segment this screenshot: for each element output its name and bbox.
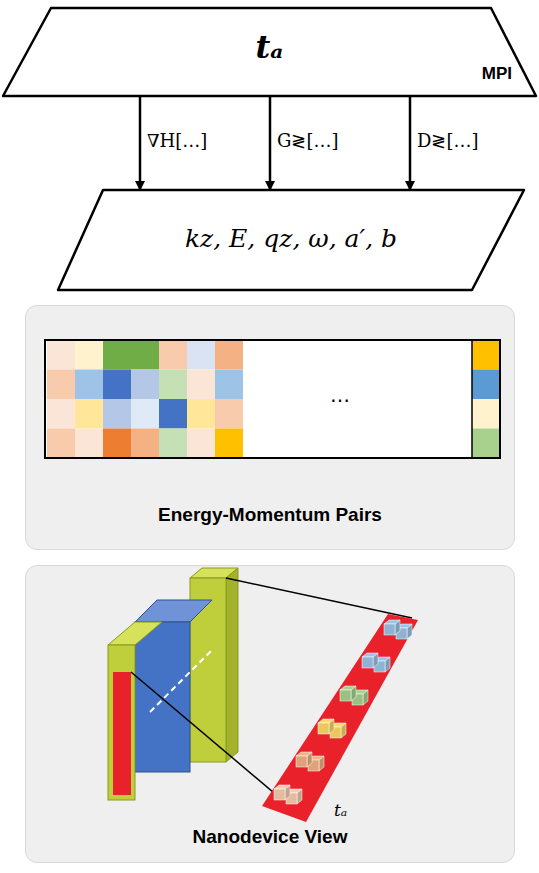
gate-front <box>108 645 135 800</box>
cube-front <box>384 624 395 635</box>
grid-cell <box>472 429 500 459</box>
grid-cell <box>472 370 500 400</box>
cube-front <box>318 723 329 734</box>
cube-top <box>340 686 356 690</box>
trapezoid-shape <box>58 190 524 290</box>
grid-cell <box>75 340 103 370</box>
grid-cell <box>47 399 75 429</box>
gate-side <box>226 568 238 762</box>
grid-cell <box>215 340 243 370</box>
grid-divider <box>471 340 473 458</box>
grid-cell <box>131 370 159 400</box>
grid-cell <box>187 370 215 400</box>
cube-top <box>274 785 290 789</box>
cube-top <box>296 752 312 756</box>
grid-cell <box>75 370 103 400</box>
channel-front <box>135 622 190 772</box>
grid-cell <box>75 429 103 459</box>
edge-label: ∇H[…] <box>145 130 209 152</box>
cube-top <box>318 719 334 723</box>
edge-label: D≷[…] <box>415 130 480 152</box>
projection-line <box>226 578 412 618</box>
grid-cell <box>103 429 131 459</box>
panel-title: Nanodevice View <box>193 826 348 848</box>
grid-cell <box>472 399 500 429</box>
grid-cell <box>215 399 243 429</box>
ellipsis: … <box>330 383 350 407</box>
cube-top <box>362 653 378 657</box>
cube-front <box>274 789 285 800</box>
channel-top <box>135 600 212 622</box>
grid-cell <box>131 399 159 429</box>
arrow-connector <box>409 96 412 189</box>
grid-cell <box>103 340 131 370</box>
nanodevice-panel: Nanodevice View <box>25 565 515 863</box>
trapezoid-shape <box>3 8 536 96</box>
cube-front <box>340 690 351 701</box>
grid-border <box>45 340 500 458</box>
panel-title: Energy-Momentum Pairs <box>158 504 382 526</box>
grid-cell <box>47 429 75 459</box>
slice-dashed-line <box>150 650 212 712</box>
variables-trapezoid: kz, E, qz, ω, a′, b <box>58 190 524 290</box>
grid-cell <box>131 429 159 459</box>
rank-symbol: tₐ <box>256 28 284 66</box>
grid-cell <box>472 340 500 370</box>
grid-cell <box>215 429 243 459</box>
grid-cell <box>159 429 187 459</box>
slice-label: tₐ <box>334 800 347 820</box>
slice-strip <box>262 614 418 822</box>
cube-front <box>362 657 373 668</box>
projection-line <box>131 672 306 820</box>
mpi-label: MPI <box>482 64 512 84</box>
edge-label: G≷[…] <box>275 130 340 152</box>
grid-cell <box>159 340 187 370</box>
grid-cell <box>131 340 159 370</box>
grid-background <box>45 340 500 458</box>
arrow-connector <box>139 96 142 189</box>
grid-cell <box>159 399 187 429</box>
grid-cell <box>187 429 215 459</box>
arrow-connector <box>269 96 272 189</box>
gate-top <box>108 622 162 645</box>
grid-cell <box>47 370 75 400</box>
grid-cell <box>215 370 243 400</box>
grid-cell <box>187 399 215 429</box>
grid-cell <box>187 340 215 370</box>
cube-front <box>296 756 307 767</box>
mpi-trapezoid: tₐMPI <box>3 8 536 96</box>
grid-cell <box>159 370 187 400</box>
cross-section-slice <box>113 672 131 795</box>
grid-cell <box>75 399 103 429</box>
grid-cell <box>103 370 131 400</box>
energy-momentum-panel: Energy-Momentum Pairs <box>25 305 515 550</box>
variable-list: kz, E, qz, ω, a′, b <box>185 224 397 253</box>
grid-cell <box>47 340 75 370</box>
cube-top <box>384 620 400 624</box>
grid-cell <box>103 399 131 429</box>
